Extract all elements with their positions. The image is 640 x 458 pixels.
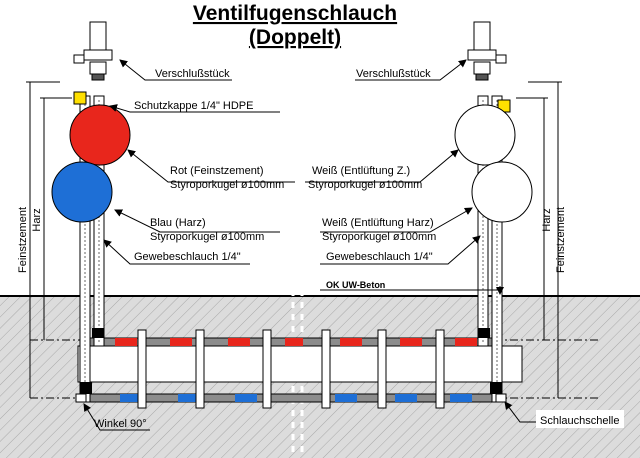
label-rot-2: Styroporkugel ø100mm [170,179,284,191]
label-winkel: Winkel 90° [94,418,147,430]
label-blau-1: Blau (Harz) [150,217,206,229]
label-blau-2: Styroporkugel ø100mm [150,231,264,243]
leaders-right [305,59,540,423]
feinstzement-left: Feinstzement [17,207,29,273]
right-closure-piece [467,21,507,81]
lower-hose [85,393,497,403]
label-weiss-h-2: Styroporkugel ø100mm [322,231,436,243]
label-ok-uw-beton: OK UW-Beton [326,280,385,290]
left-cap [73,91,87,105]
right-vertical-pipes [477,95,507,403]
label-schutzkappe: Schutzkappe 1/4" HDPE [134,100,253,112]
label-verschluss-left: Verschlußstück [155,68,230,80]
red-ball [69,104,131,166]
blue-ball [51,161,113,223]
label-rot-1: Rot (Feinstzement) [170,165,264,177]
left-dimensions [26,81,72,398]
schlauchschelle-bg [536,410,624,428]
white-ball-z [454,104,516,166]
label-weiss-z-1: Weiß (Entlüftung Z.) [312,165,410,177]
label-gewebe-left: Gewebeschlauch 1/4" [134,251,241,263]
label-schlauchschelle: Schlauchschelle [540,415,620,427]
harz-left: Harz [31,208,43,231]
leaders-left [83,59,295,431]
upper-hose [85,337,497,347]
label-gewebe-right: Gewebeschlauch 1/4" [326,251,433,263]
harz-right: Harz [541,208,553,231]
support-bars [137,329,445,409]
title-line2: (Doppelt) [249,26,341,49]
title-line1: Ventilfugenschlauch [193,2,397,25]
right-dimensions [516,81,562,398]
inner-band [77,345,523,383]
white-ball-harz [471,161,533,223]
label-weiss-z-2: Styroporkugel ø100mm [308,179,422,191]
feinstzement-right: Feinstzement [555,207,567,273]
label-verschluss-right: Verschlußstück [356,68,431,80]
label-weiss-h-1: Weiß (Entlüftung Harz) [322,217,434,229]
left-closure-piece [73,21,113,81]
